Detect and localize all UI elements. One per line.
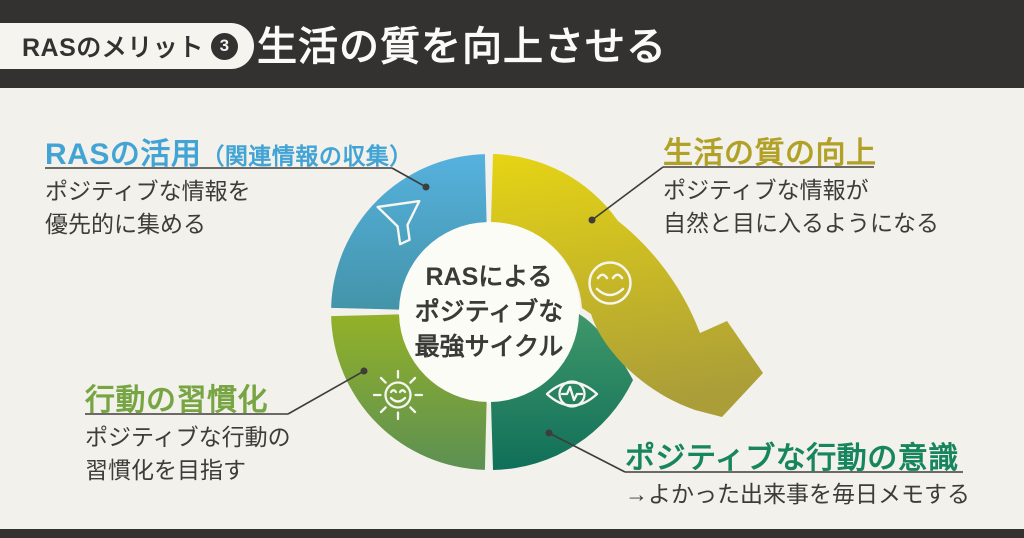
heading-habit: 行動の習慣化 [85,384,268,417]
page-title: 生活の質を向上させる [257,25,667,69]
body-ras-activation: ポジティブな情報を 優先的に集める [45,178,251,237]
body-life-quality: ポジティブな情報が 自然と目に入るようになる [663,177,939,236]
funnel-icon [376,199,421,246]
segment-life-quality-arrow [491,154,763,417]
segment-habit [331,314,487,470]
connector-dots [360,183,596,437]
heading-ras-activation-note: （関連情報の収集） [201,143,413,169]
body-habit: ポジティブな行動の 習慣化を目指す [85,424,291,483]
heading-ras-activation: RASの活用（関連情報の収集） [45,129,413,173]
center-disc [398,221,580,403]
heading-ras-activation-main: RASの活用 [45,138,202,171]
header-bar: RASのメリット 3 生活の質を向上させる [0,0,1024,88]
badge-number-circle: 3 [210,32,238,60]
eye-pulse-icon [545,380,599,408]
footer-bar [0,529,1024,538]
sun-smiley-icon [372,369,424,421]
center-label: RASによる ポジティブな 最強サイクル [414,263,564,361]
heading-life-quality: 生活の質の向上 [663,137,877,170]
segment-positive-action [491,314,633,470]
heading-positive-action: ポジティブな行動の意識 [625,442,959,475]
smiley-face-icon [588,261,632,305]
body-positive-action: →よかった出来事を毎日メモする [625,481,970,507]
header-badge: RASのメリット 3 [0,23,254,69]
badge-label: RASのメリット [22,34,204,62]
connector-lines [45,166,963,473]
